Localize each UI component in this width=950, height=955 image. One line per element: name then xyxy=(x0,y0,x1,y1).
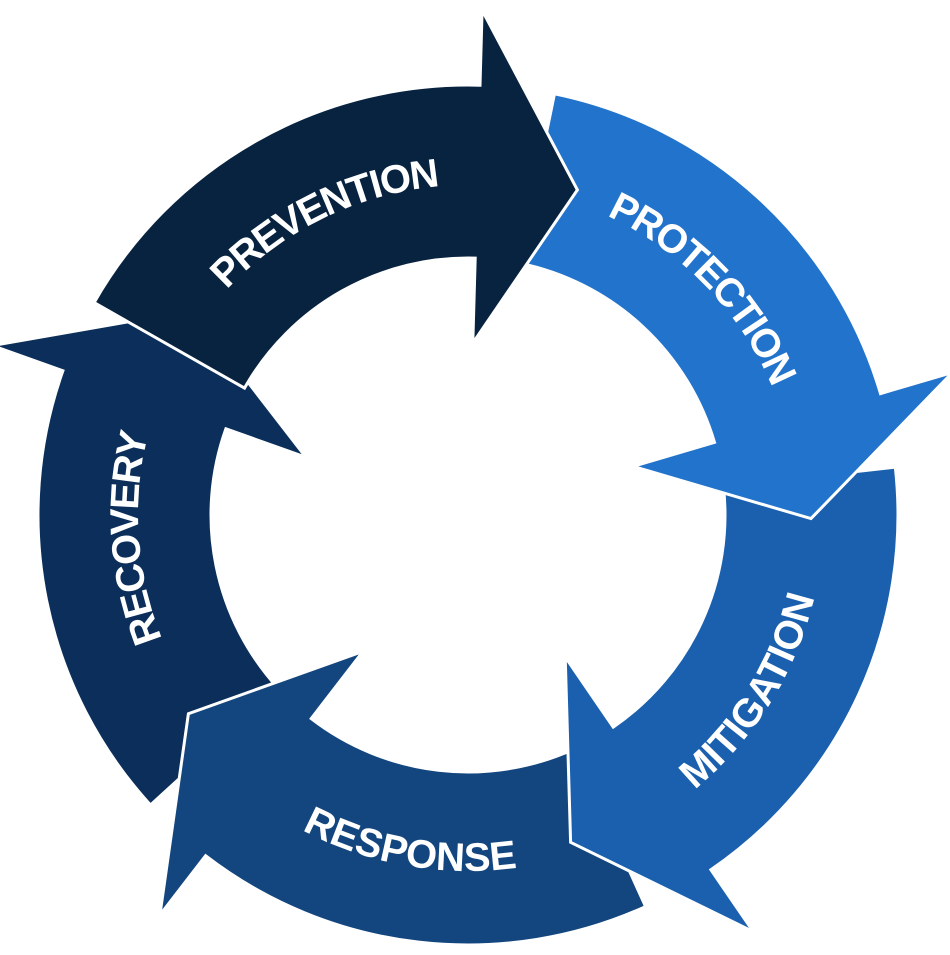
recovery-arrow xyxy=(0,308,311,808)
stage-prevention: PREVENTION xyxy=(92,4,580,391)
mitigation-arrow xyxy=(563,465,900,936)
protection-arrow xyxy=(517,92,950,521)
stage-mitigation: MITIGATION xyxy=(563,465,900,936)
prevention-arrow xyxy=(92,4,580,391)
stage-protection: PROTECTION xyxy=(517,92,950,521)
stage-recovery: RECOVERY xyxy=(0,308,311,808)
response-arrow xyxy=(157,648,648,947)
stage-response: RESPONSE xyxy=(157,648,648,947)
